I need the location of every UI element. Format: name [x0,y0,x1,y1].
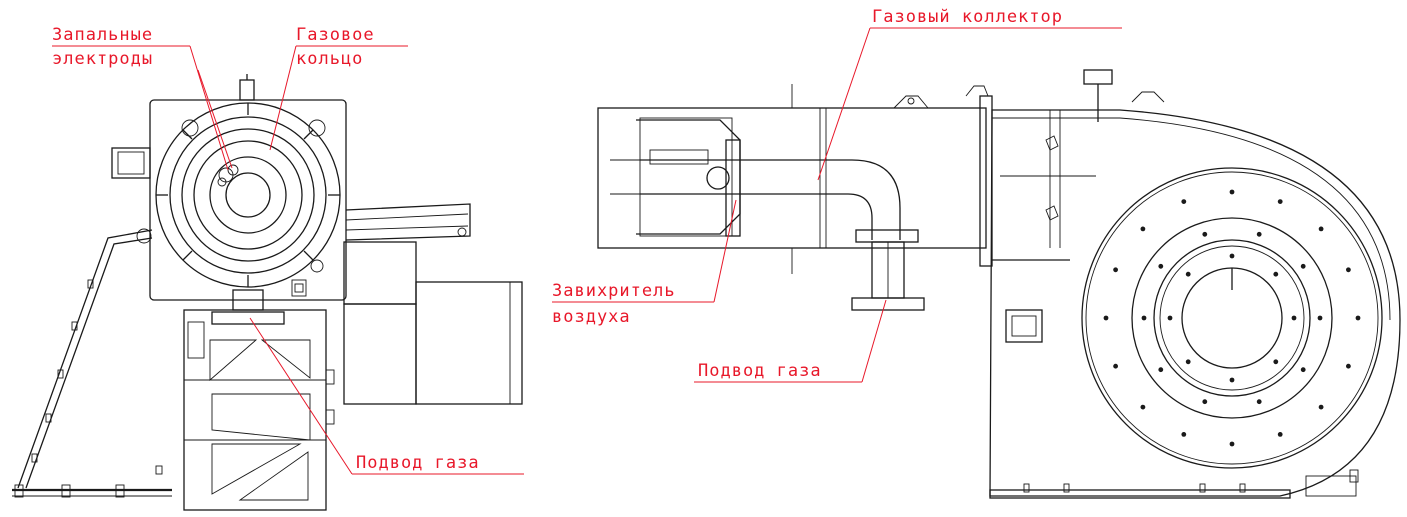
gas-ring [193,140,303,250]
fan-bolt [1113,267,1118,273]
motor-junction [343,241,417,305]
inlet-flange-top [855,229,919,243]
lift-eye-3 [1131,91,1165,103]
fan-bolt [1273,359,1279,365]
ring-2 [169,116,327,274]
fan-bolt [1277,199,1283,205]
motor-mount [343,303,417,405]
label-ignition-electrodes-1: Запальные [52,25,153,45]
fan-base [989,489,1291,499]
base-bolts [14,279,125,498]
fan-bolt [1141,315,1147,321]
fan-bolt [1167,315,1173,321]
fan-bolt [1181,432,1187,437]
ring-slots [156,103,340,287]
gas-collector [640,159,901,240]
leader-gas-inlet-front [249,317,353,475]
fan-bolt [1346,363,1351,369]
base-slant-edge-inner [25,237,153,489]
motor-body [415,281,523,405]
fan-bolt [1158,367,1164,373]
housing-corner-holes [136,119,326,273]
swirler-blades [725,139,741,237]
fan-bolt [1346,267,1351,273]
fan-bolt [1355,315,1361,321]
actuator [1083,69,1113,85]
fan-bolt [1318,226,1324,232]
fan-bolt [1181,199,1187,205]
fan-bolt [1202,231,1208,237]
nozzle [706,166,730,190]
leader-gas-inlet-side [861,299,887,383]
leader-electrodes-1 [189,45,229,171]
fan-bolt [1317,315,1323,321]
fan-bolt [1229,253,1235,259]
fan-bolt [1158,263,1164,269]
fan-bolt [1229,441,1235,447]
fan-inlet-ring [1153,239,1311,397]
front-view [12,74,523,511]
inlet-flange-bottom [851,297,925,311]
fan-bolt [1113,363,1118,369]
fan-bolt [1185,359,1191,365]
fan-circle-outer [1081,167,1383,469]
burner-head [639,117,733,237]
fan-bolt [1140,226,1146,232]
label-air-swirler-1: Завихритель [552,281,676,301]
base-bolts-right [1023,483,1246,493]
burner-tube [597,107,987,249]
fan-bolt [1291,315,1297,321]
fan-bolt [1256,399,1262,405]
leader-gas-ring [269,45,297,151]
fan-bolts [1103,189,1361,447]
label-air-swirler-2: воздуха [552,307,631,327]
base-slant-edge [17,229,153,489]
label-ignition-electrodes-2: электроды [52,49,153,69]
inner-ring [209,156,287,234]
fan-bolt [1229,189,1235,195]
leader-swirler [713,199,737,303]
annotations: Запальные электроды Газовое кольцо Подво… [52,7,1122,475]
fan-bolt [1300,263,1306,269]
fan-bolt [1318,404,1324,410]
fan-bolt [1273,271,1279,277]
fan-circle-mid [1131,217,1333,419]
damper-1 [1045,135,1059,151]
gas-collector-inner [640,193,873,240]
swirler [636,119,741,235]
lift-eye-2 [965,85,989,97]
label-gas-collector: Газовый коллектор [872,7,1063,27]
fan-bolt [1256,231,1262,237]
ring-3 [181,128,315,262]
label-gas-inlet-side: Подвод газа [698,361,822,381]
leader-electrodes-2 [197,69,233,169]
lift-eye-1 [893,95,929,109]
fan-housing [989,109,1401,497]
inspection-window [1005,309,1043,343]
pedestal-handle [187,321,205,359]
leader-gas-collector [817,27,871,181]
label-gas-ring-2: кольцо [296,49,363,69]
front-housing [149,99,347,301]
rail [345,203,471,241]
damper-2 [1045,205,1059,221]
fan-bolt [1202,399,1208,405]
pedestal-ribs [184,339,326,501]
fan-bolt [1140,404,1146,410]
top-handle [239,79,255,101]
fan-bolt [1277,432,1283,437]
label-gas-ring-1: Газовое [296,25,375,45]
side-view [597,69,1401,499]
fan-bolt [1300,367,1306,373]
fan-bolt [1185,271,1191,277]
center-hole [225,172,271,218]
terminal-box [291,279,307,297]
label-gas-inlet-front: Подвод газа [356,453,480,473]
fan-housing-inner [992,117,1391,321]
flange [211,311,285,325]
fan-bolt [1229,377,1235,383]
fan-bolt [1103,315,1109,321]
